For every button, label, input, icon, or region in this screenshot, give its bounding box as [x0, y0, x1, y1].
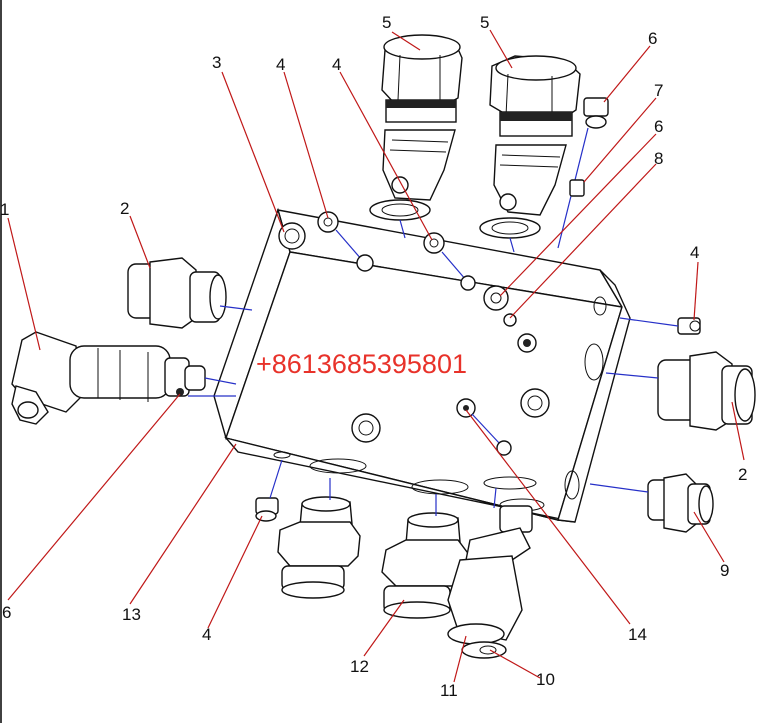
- callout-label: 1: [0, 200, 9, 219]
- cartridge-valve-left: [369, 34, 463, 221]
- callout-label: 6: [648, 29, 657, 48]
- callout-label: 10: [536, 670, 555, 689]
- callout-label: 2: [738, 465, 747, 484]
- callout-label: 9: [720, 561, 729, 580]
- check-valve-10: [447, 487, 533, 659]
- callout-label: 2: [120, 199, 129, 218]
- pressure-sensor: [11, 331, 237, 425]
- callout-label: 4: [332, 55, 341, 74]
- callout-label: 4: [202, 625, 211, 644]
- bottom-fitting-left: [277, 478, 361, 599]
- fitting-9: [589, 473, 714, 533]
- callout-label: 6: [2, 603, 11, 622]
- callout-label: 3: [212, 53, 221, 72]
- callout-label: 4: [690, 243, 699, 262]
- callout-label: 7: [654, 81, 663, 100]
- callout-label: 6: [654, 117, 663, 136]
- fitting-left: [127, 257, 253, 329]
- cartridge-valve-right: [479, 55, 581, 239]
- callout-label: 12: [350, 657, 369, 676]
- callout-label: 5: [382, 13, 391, 32]
- leader-lines: [7, 29, 745, 683]
- callout-label: 11: [440, 681, 458, 700]
- watermark-phone: +8613685395801: [256, 349, 467, 379]
- fitting-right: [605, 351, 756, 431]
- callout-label: 4: [276, 55, 285, 74]
- manifold-block: [213, 207, 631, 523]
- callout-label: 5: [480, 13, 489, 32]
- callout-label: 14: [628, 625, 647, 644]
- callout-label: 8: [654, 149, 663, 168]
- small-plugs: [255, 97, 701, 522]
- callout-label: 13: [122, 605, 141, 624]
